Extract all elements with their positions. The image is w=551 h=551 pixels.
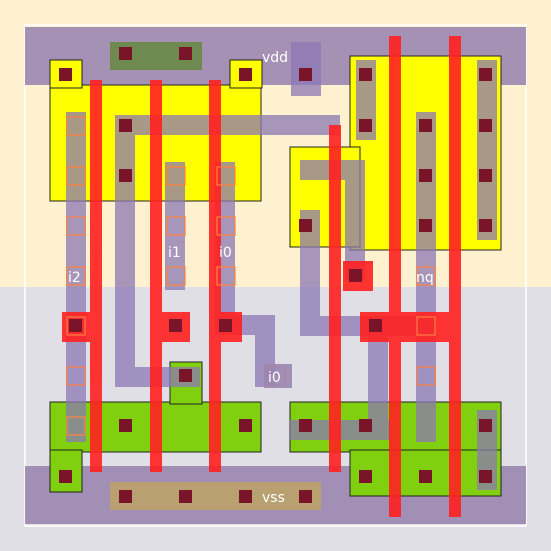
contact <box>169 319 182 332</box>
poly-gate-i0 <box>209 80 221 472</box>
via <box>66 116 86 136</box>
poly-gate-nq-b <box>449 36 461 517</box>
vdd-label: vdd <box>262 50 288 66</box>
contact <box>419 119 432 132</box>
contact <box>359 119 372 132</box>
m1-bottom-right-vert <box>368 320 388 440</box>
via <box>66 366 86 386</box>
contact <box>59 68 72 81</box>
contact <box>349 269 362 282</box>
contact <box>119 490 132 503</box>
via <box>66 216 86 236</box>
contact <box>419 169 432 182</box>
contact <box>299 419 312 432</box>
contact <box>219 319 232 332</box>
via <box>66 266 86 286</box>
contact <box>479 419 492 432</box>
m1-far-right <box>477 60 497 240</box>
via <box>66 166 86 186</box>
metal1-routing <box>66 42 497 490</box>
i0-pin-label: i0 <box>268 370 281 386</box>
contact <box>179 490 192 503</box>
contact <box>359 68 372 81</box>
contact <box>119 47 132 60</box>
via <box>416 266 436 286</box>
via <box>416 366 436 386</box>
contact <box>359 419 372 432</box>
m1-nq <box>416 112 436 442</box>
contact <box>419 219 432 232</box>
via <box>166 216 186 236</box>
via <box>216 216 236 236</box>
contact <box>119 119 132 132</box>
contact <box>119 419 132 432</box>
via <box>216 266 236 286</box>
m1-i1 <box>165 162 185 290</box>
contact <box>69 319 82 332</box>
poly-gate-i2 <box>90 80 102 472</box>
poly-gate-mid <box>329 125 341 472</box>
contact <box>359 470 372 483</box>
via <box>66 316 86 336</box>
poly-gate-i1 <box>150 80 162 472</box>
nq-label: nq <box>416 270 434 286</box>
vss-pin-box <box>110 482 321 510</box>
contact <box>479 119 492 132</box>
contact <box>179 369 192 382</box>
contact <box>369 319 382 332</box>
via <box>216 166 236 186</box>
m1-i2 <box>66 112 86 442</box>
via <box>416 316 436 336</box>
contact <box>299 490 312 503</box>
i0-label: i0 <box>219 245 232 261</box>
cell-boundary <box>24 24 527 527</box>
i0-pin-box <box>264 364 292 388</box>
contacts <box>59 47 492 503</box>
contact <box>299 68 312 81</box>
m1-mid-vert <box>345 160 365 280</box>
via <box>66 416 86 436</box>
pdiff-left-tab1 <box>49 59 83 89</box>
vss-label: vss <box>262 490 285 506</box>
contact <box>59 470 72 483</box>
contact <box>239 68 252 81</box>
contact <box>119 169 132 182</box>
poly-gate-nq-a <box>389 36 401 517</box>
contact <box>239 490 252 503</box>
m1-horizontal-top <box>115 115 340 135</box>
i2-label: i2 <box>68 270 81 286</box>
contact <box>479 68 492 81</box>
contact <box>419 470 432 483</box>
contact <box>239 419 252 432</box>
m1-left-vertical <box>115 115 135 387</box>
m1-mid-left-vert <box>300 210 320 336</box>
i1-label: i1 <box>168 245 181 261</box>
contact <box>479 470 492 483</box>
via <box>166 266 186 286</box>
via <box>166 166 186 186</box>
contact <box>479 219 492 232</box>
contact <box>299 219 312 232</box>
contact <box>179 47 192 60</box>
contact <box>479 169 492 182</box>
